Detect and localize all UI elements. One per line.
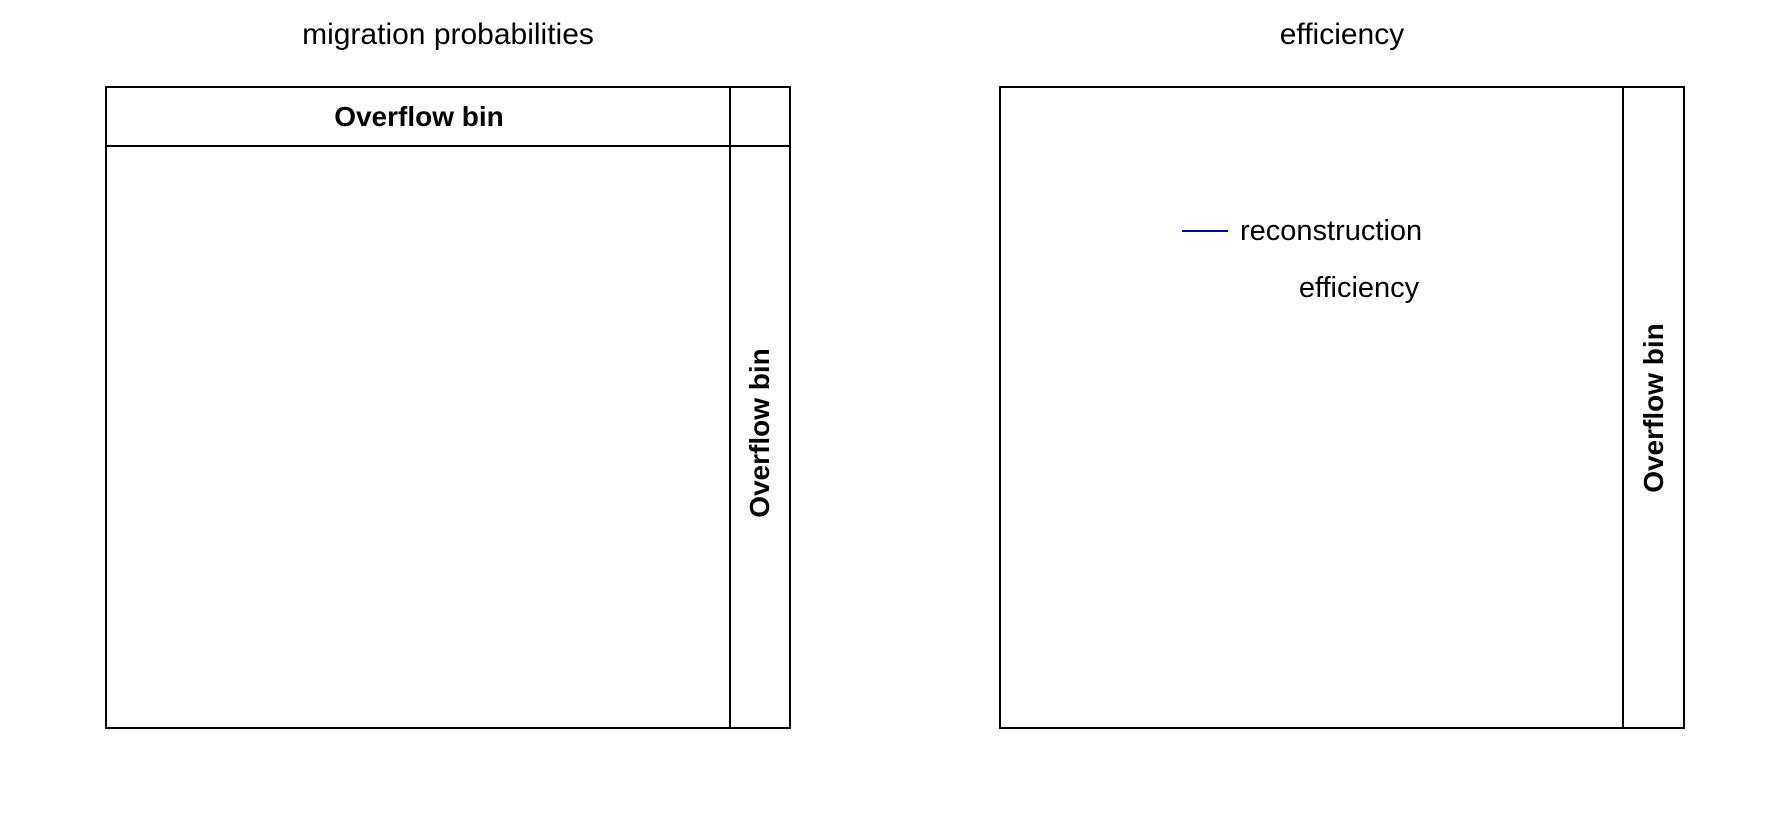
legend-efficiency: reconstruction efficiency [1182,216,1562,303]
legend-entry-reconstruction-efficiency: reconstruction [1182,216,1562,246]
plot-panel-migration-probabilities[interactable]: Overflow bin Overflow bin [105,86,791,729]
overflow-header-band: Overflow bin [107,88,731,147]
overflow-header-corner [731,88,789,147]
plot-area-migration-probabilities[interactable]: Overflow bin [107,88,731,727]
overflow-bin-strip-efficiency[interactable]: Overflow bin [1624,88,1683,727]
overflow-bin-strip-migration-probabilities[interactable]: Overflow bin [731,88,789,727]
overflow-bin-axis-label: Overflow bin [744,348,775,518]
plot-area-efficiency[interactable]: reconstruction efficiency [1001,88,1624,727]
plot-panel-efficiency[interactable]: reconstruction efficiency Overflow bin [999,86,1685,729]
overflow-header-label: Overflow bin [334,100,504,132]
overflow-bin-axis-label: Overflow bin [1637,322,1669,493]
panel-title-efficiency: efficiency [1279,18,1405,51]
legend-label-line1: reconstruction [1240,214,1423,247]
legend-label-line2: efficiency [1298,272,1420,304]
panel-title-migration-probabilities: migration probabilities [302,18,594,51]
legend-line-swatch-icon [1182,230,1228,232]
